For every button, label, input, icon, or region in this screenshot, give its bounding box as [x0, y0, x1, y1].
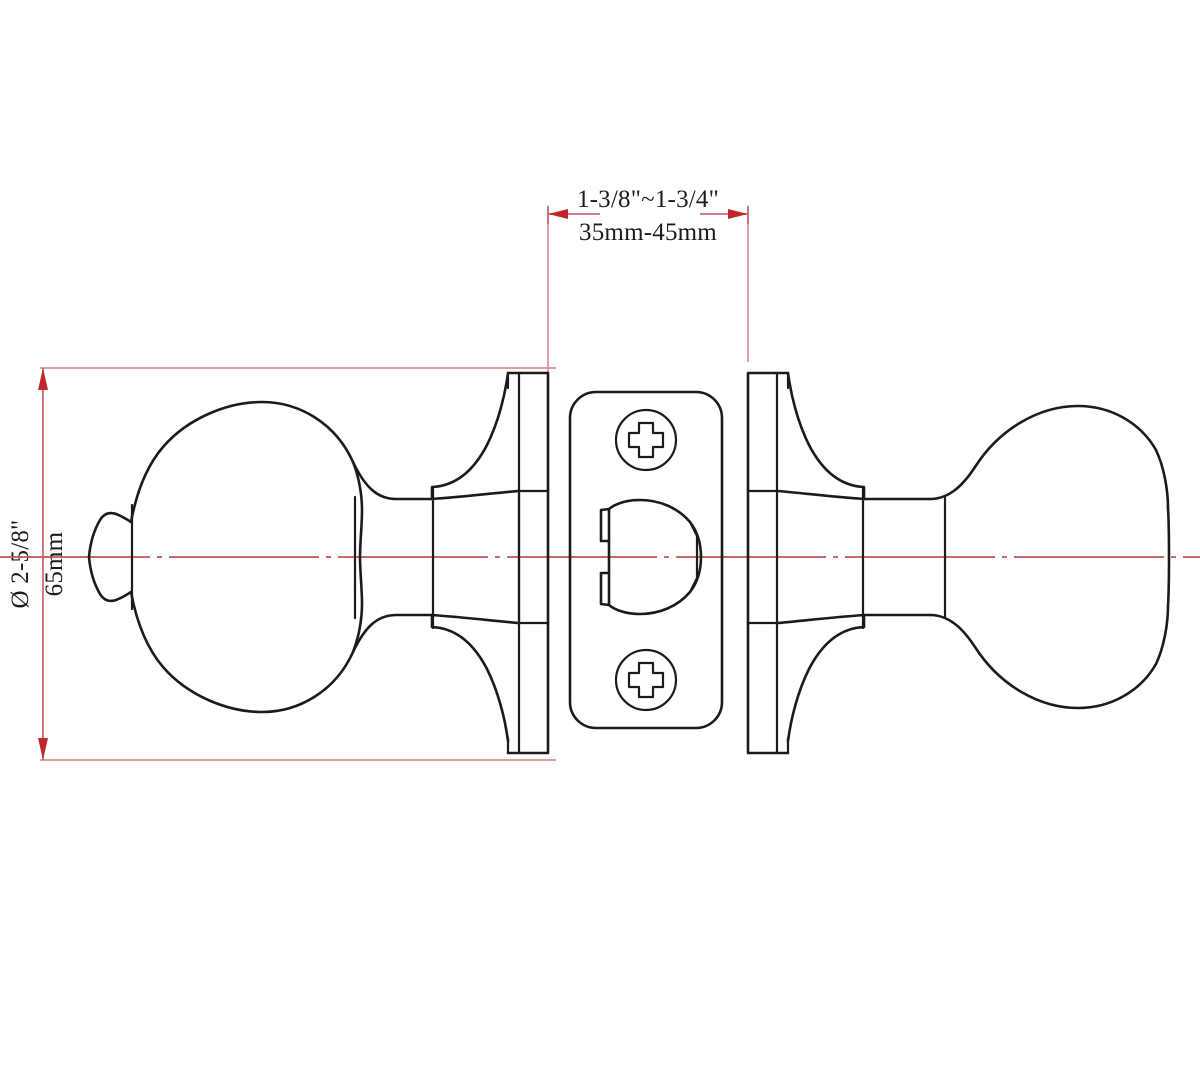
screw-top-head-circle [614, 408, 678, 472]
screw-top-cross-recess [627, 421, 665, 459]
dim-arrowhead-right [728, 209, 748, 219]
left-knob-tip [87, 511, 133, 603]
left-rosette [430, 371, 521, 743]
left-shank [351, 460, 434, 654]
right-shank [862, 496, 947, 620]
left-rosette-lower-inner-curve [430, 613, 520, 625]
left-knob [87, 400, 364, 714]
right-knob-right-arc-lower [1154, 604, 1170, 666]
latch-faceplate-outline [568, 390, 724, 730]
dimension-knob-diameter: Ø 2-5/8" 65mm [7, 367, 556, 761]
left-rose-plate [506, 371, 550, 755]
left-rosette-upper-flare-outer [430, 371, 510, 501]
right-rosette [776, 371, 866, 743]
right-knob-right-arc-middle [1166, 506, 1171, 608]
latch-faceplate [568, 390, 724, 730]
right-knob [928, 404, 1171, 710]
left-knob-right-arc [351, 460, 364, 654]
right-knob-upper-arc [928, 404, 1158, 501]
right-knob-right-arc-upper [1154, 448, 1170, 510]
dim-arrowhead-bottom [38, 738, 48, 760]
door-thickness-metric-label: 35mm-45mm [579, 219, 717, 246]
screw-bottom-head-circle [614, 648, 678, 712]
right-rose-plate-outline [746, 371, 790, 755]
dim-arrowhead-left [548, 209, 568, 219]
latch-bolt [599, 498, 703, 616]
screw-bottom-cross-recess [627, 661, 665, 699]
left-knob-lower-arc [129, 590, 355, 714]
left-knob-upper-arc [129, 400, 355, 524]
door-thickness-imperial-label: 1-3/8"~1-3/4" [577, 186, 719, 213]
right-rosette-upper-inner-curve [776, 489, 866, 501]
left-rosette-upper-inner-curve [430, 489, 520, 501]
right-rosette-upper-flare-outer [786, 371, 866, 501]
left-shank-top-edge [351, 460, 434, 501]
knob-diameter-imperial-label: Ø 2-5/8" [7, 520, 34, 609]
phillips-screw-top [614, 408, 678, 472]
latch-bolt-outer-profile [607, 498, 703, 616]
right-knob-lower-arc [928, 613, 1158, 710]
right-rosette-lower-inner-curve [776, 613, 866, 625]
left-rose-plate-outline [506, 371, 550, 755]
phillips-screw-bottom [614, 648, 678, 712]
right-rosette-lower-flare-outer [786, 613, 866, 743]
latch-bolt-lower-tab [599, 571, 611, 607]
latch-bolt-bevel-face [688, 520, 699, 594]
dimension-door-thickness: 1-3/8"~1-3/4" 35mm-45mm [547, 186, 749, 372]
latch-bolt-upper-tab [599, 507, 611, 543]
left-rosette-lower-flare-outer [430, 613, 510, 743]
knob-diameter-metric-label: 65mm [41, 531, 68, 596]
dim-arrowhead-top [38, 368, 48, 390]
left-shank-bottom-edge [351, 613, 434, 654]
right-rose-plate [746, 371, 790, 755]
